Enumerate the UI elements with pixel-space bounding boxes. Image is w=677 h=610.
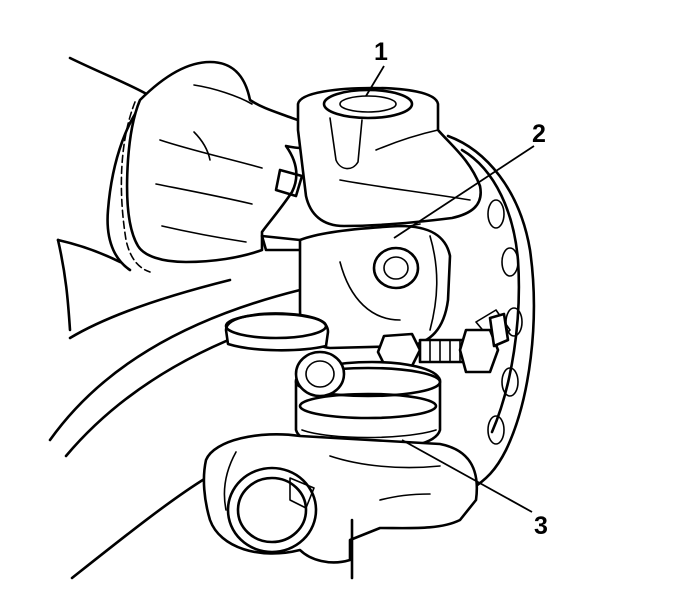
leader-3 xyxy=(401,439,533,513)
callout-3-label: 3 xyxy=(534,512,548,540)
lower-control-arm-housing xyxy=(202,432,479,580)
clamp-ring xyxy=(224,312,330,352)
leader-2 xyxy=(393,145,535,239)
leader-1 xyxy=(365,65,385,97)
knuckle-upper-boss xyxy=(296,86,482,228)
callout-leaders xyxy=(365,65,535,513)
callout-1-label: 1 xyxy=(374,38,388,66)
callout-2-label: 2 xyxy=(532,120,546,148)
gloved-hand xyxy=(125,60,314,264)
pinch-bolt xyxy=(376,312,510,374)
knuckle-lower-balljoint xyxy=(294,350,442,452)
